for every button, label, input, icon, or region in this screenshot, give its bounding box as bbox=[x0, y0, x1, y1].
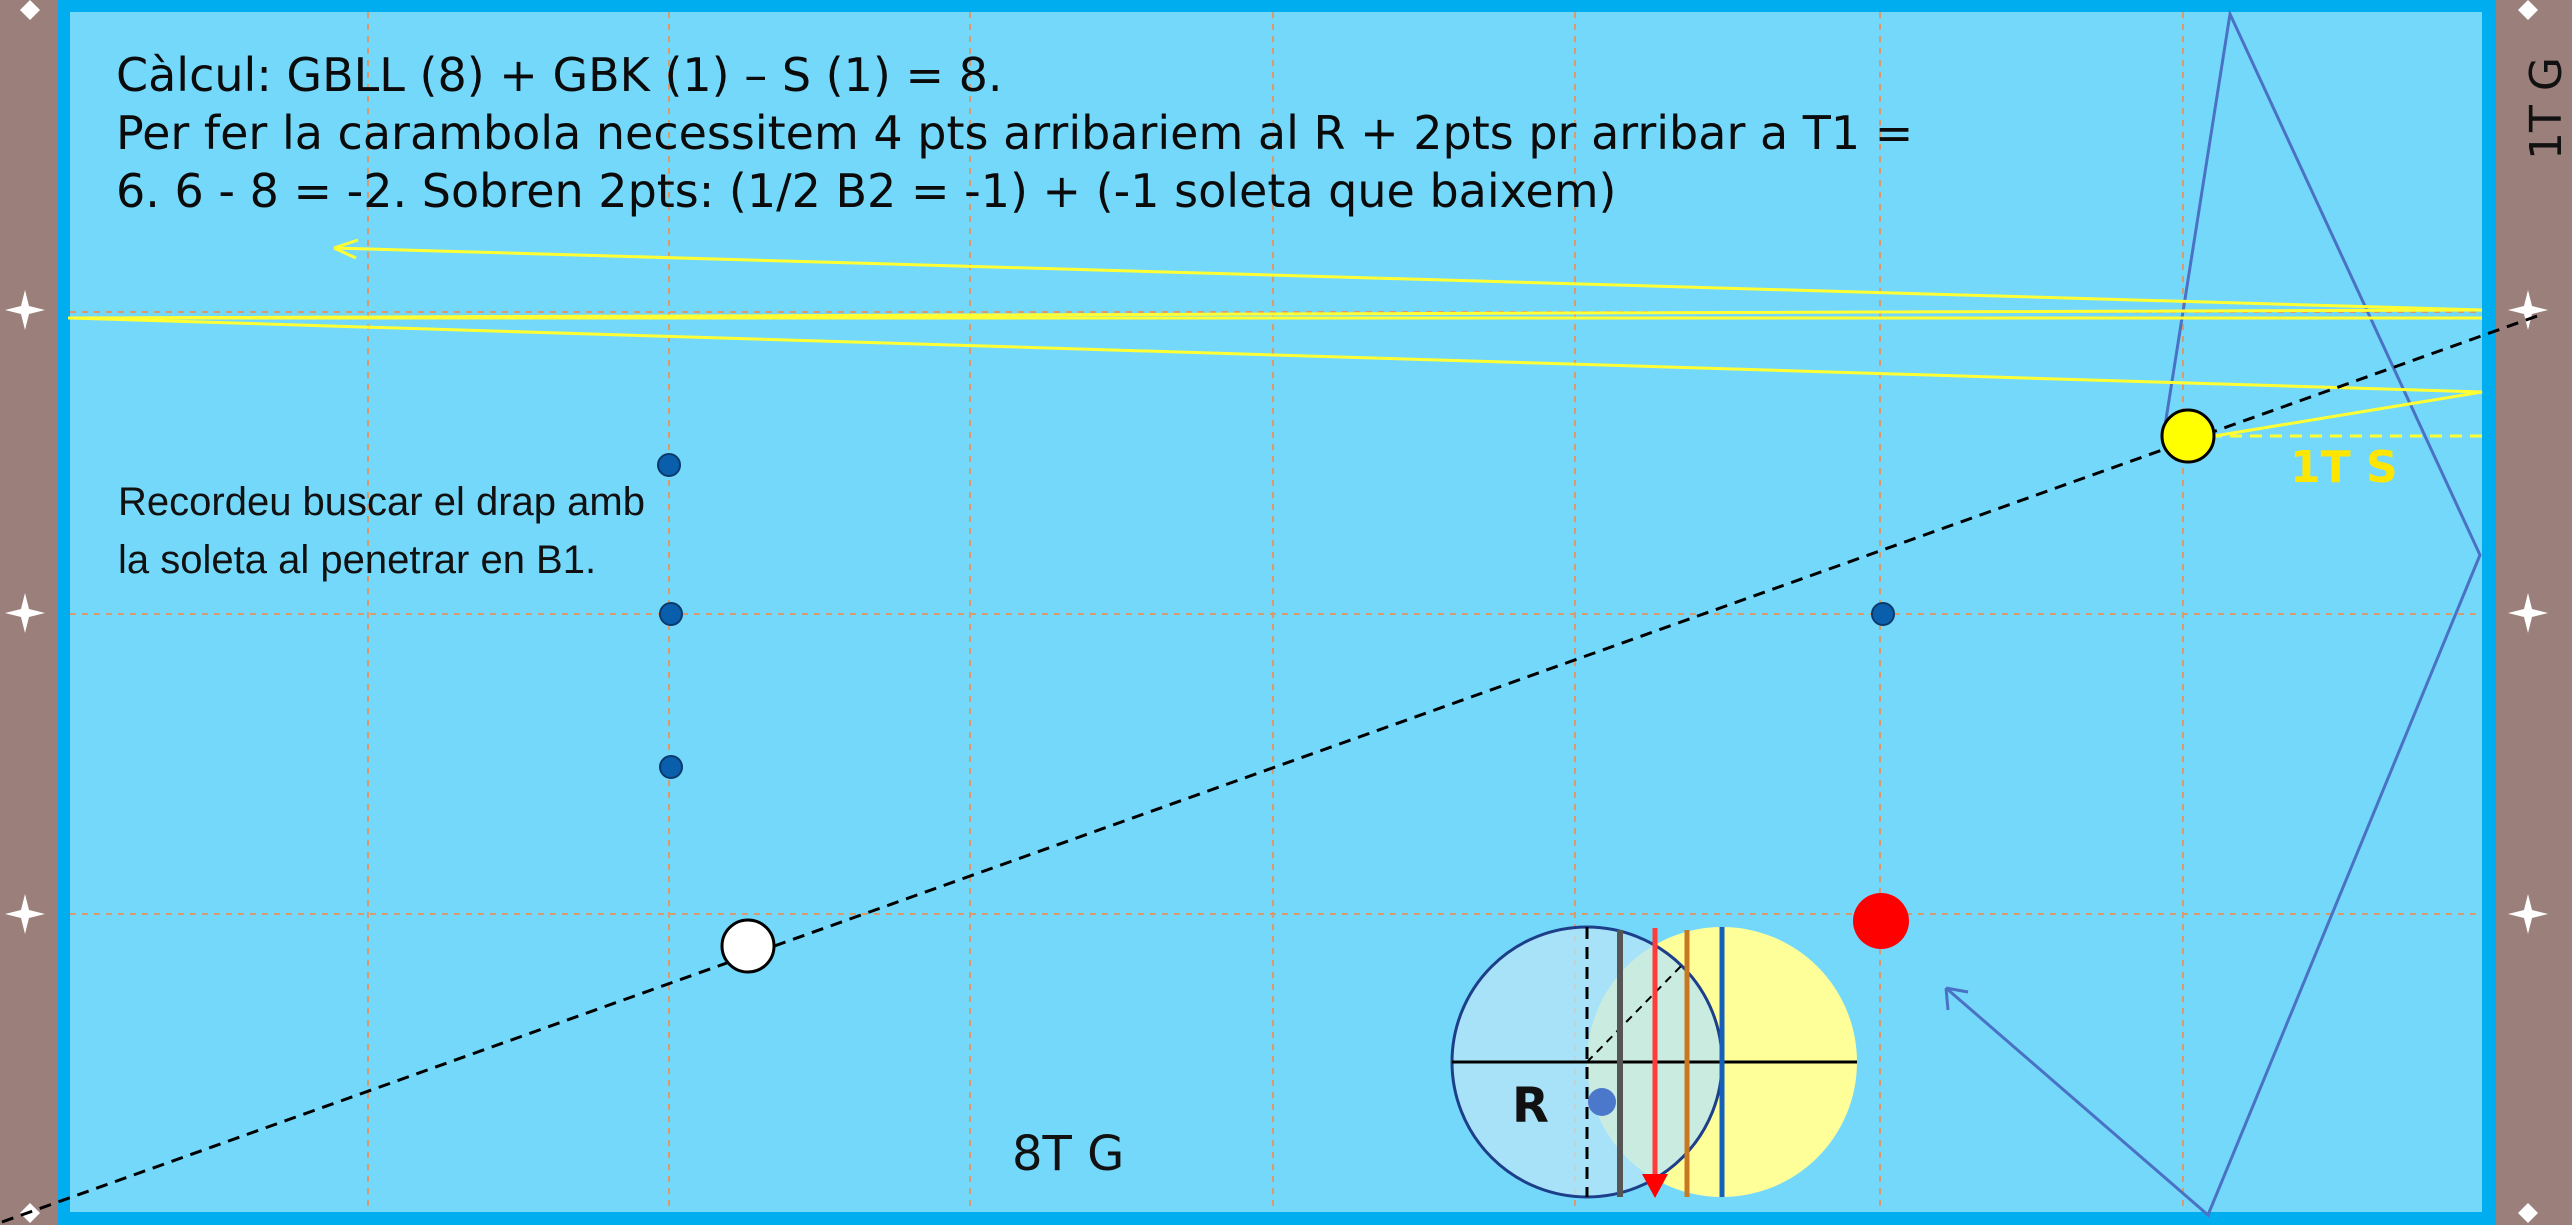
star-marker-icon bbox=[5, 894, 45, 934]
reference-dot bbox=[657, 453, 681, 477]
contact-diagonal bbox=[1586, 961, 1686, 1063]
red-ball bbox=[1853, 893, 1909, 949]
reference-dot bbox=[659, 755, 683, 779]
diamond-marker-icon bbox=[2518, 0, 2538, 20]
yellow-track-path bbox=[69, 246, 2483, 442]
cue-ball-path bbox=[1945, 8, 2482, 1218]
note-line-2: la soleta al penetrar en B1. bbox=[118, 538, 597, 582]
star-marker-icon bbox=[5, 593, 45, 633]
calc-line-3: 6. 6 - 8 = -2. Sobren 2pts: (1/2 B2 = -1… bbox=[116, 164, 1617, 218]
star-marker-icon bbox=[2508, 593, 2548, 633]
star-marker-icon bbox=[2508, 290, 2548, 330]
arrow-head-icon bbox=[333, 238, 359, 260]
table-cloth bbox=[70, 12, 2482, 1212]
cue-ball bbox=[720, 918, 776, 974]
rail-markers bbox=[5, 0, 2548, 1223]
diamond-marker-icon bbox=[2518, 1203, 2538, 1223]
label-1ts: 1T S bbox=[2290, 442, 2398, 493]
star-marker-icon bbox=[5, 290, 45, 330]
label-1tg: 1T G bbox=[2521, 57, 2572, 160]
yellow-ball-tracks bbox=[68, 238, 2483, 442]
calc-line-2: Per fer la carambola necessitem 4 pts ar… bbox=[116, 106, 1914, 160]
spin-dot bbox=[1588, 1088, 1616, 1116]
star-marker-icon bbox=[2508, 894, 2548, 934]
note-line-1: Recordeu buscar el drap amb bbox=[118, 480, 645, 524]
reference-dot bbox=[1871, 602, 1895, 626]
aim-line bbox=[1, 313, 2541, 1224]
reference-dots bbox=[657, 453, 1895, 779]
reference-dot bbox=[659, 602, 683, 626]
contact-diagram bbox=[1450, 925, 1857, 1199]
diamond-marker-icon bbox=[20, 0, 40, 20]
label-r: R bbox=[1512, 1078, 1549, 1134]
arrow-head-icon bbox=[1944, 986, 1969, 1011]
calc-line-1: Càlcul: GBLL (8) + GBK (1) – S (1) = 8. bbox=[116, 48, 1003, 102]
label-8tg: 8T G bbox=[1012, 1126, 1125, 1182]
yellow-ball bbox=[2160, 408, 2216, 464]
arrow-head-icon bbox=[1642, 1174, 1668, 1198]
